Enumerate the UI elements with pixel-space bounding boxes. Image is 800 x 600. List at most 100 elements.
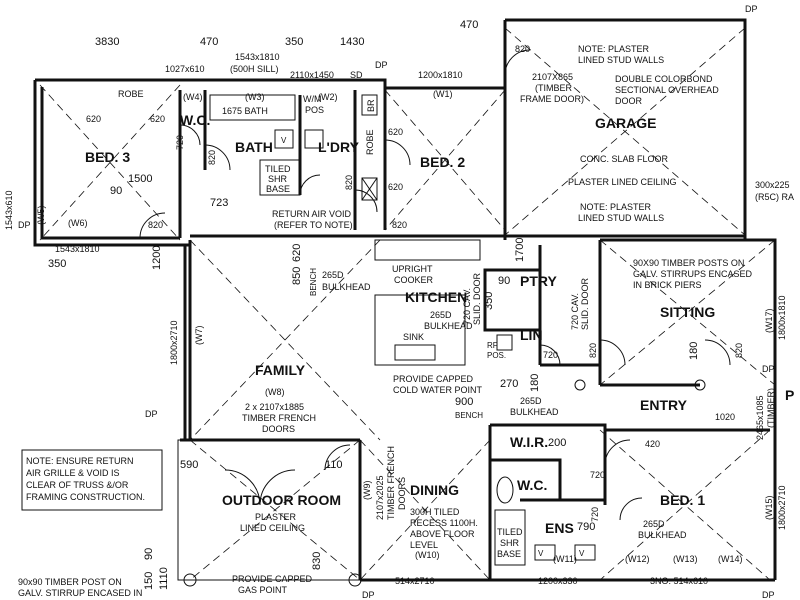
room-kitchen: KITCHEN [405,289,467,305]
label-sitting-note-1: 90X90 TIMBER POSTS ON [633,258,744,268]
label-garage-door-3: FRAME DOOR) [520,94,584,104]
label-timber: (TIMBER) [766,388,776,428]
window-w17: (W17) [764,308,774,333]
room-garage: GARAGE [595,115,656,131]
label-french2-a: 2107x2025 [375,475,385,520]
label-tiled2-a: 300H TILED [410,507,460,517]
window-w4: (W4) [183,92,203,102]
label-cav-2a: 720 CAV. [570,293,580,330]
room-bed2: BED. 2 [420,154,465,170]
label-shr-1: SHR [268,174,288,184]
room-linen: LIN [520,327,543,343]
label-roller-2: SECTIONAL OVERHEAD [615,85,719,95]
dim-900: 900 [455,396,473,408]
label-base-1: BASE [266,184,290,194]
label-roller-1: DOUBLE COLORBOND [615,74,713,84]
label-french-c: DOORS [262,424,295,434]
label-garage-note-2a: NOTE: PLASTER [580,202,652,212]
dim-1500: 1500 [128,173,152,185]
window-w3: (W3) [245,92,265,102]
label-post-1: 90x90 TIMBER POST ON [18,577,122,587]
label-1675-bath: 1675 BATH [222,106,268,116]
room-wc-1: W.C. [180,112,210,128]
label-820-d: 820 [392,220,407,230]
label-820-e: 820 [515,44,530,54]
label-tiled-1: TILED [265,164,291,174]
label-265d-b: 265D [430,310,452,320]
dp-bottom-right: DP [762,590,775,600]
window-w15: (W15) [764,495,774,520]
label-620-b: 620 [86,114,101,124]
window-w9: (W9) [362,481,372,501]
label-820-f: 820 [588,343,598,358]
label-garage-note-1a: NOTE: PLASTER [578,44,650,54]
label-robe-bed2: ROBE [365,129,375,155]
label-sitting-note-3: IN BRICK PIERS [633,280,702,290]
label-bulkhead-a: BULKHEAD [322,282,371,292]
dim-1700: 1700 [514,238,526,262]
label-cold-1: PROVIDE CAPPED [393,374,474,384]
window-w7: (W7) [194,326,204,346]
dim-1800x2710: 1800x2710 [169,320,179,365]
label-cav-1a: 720 CAV. [462,288,472,325]
dim-1430: 1430 [340,36,364,48]
room-entry: ENTRY [640,397,688,413]
label-conc: CONC. SLAB FLOOR [580,154,669,164]
room-laundry: L'DRY [318,139,360,155]
ceiling-diagonals [39,27,776,581]
dim-500h-sill: (500H SILL) [230,64,279,74]
label-robe-bed3: ROBE [118,89,144,99]
label-720-d: 720 [590,507,600,522]
label-v-3: V [579,549,585,558]
dim-620-a: 620 [291,244,303,262]
label-garage-note-1b: LINED STUD WALLS [578,55,664,65]
note-box-line-3: CLEAR OF TRUSS &/OR [26,480,129,490]
label-outdoor-ceiling-1: PLASTER [255,512,297,522]
label-garage-door-2: (TIMBER [535,83,572,93]
label-r5c: (R5C) RA [755,192,794,202]
label-return-air-1: RETURN AIR VOID [272,209,352,219]
dim-110: 110 [325,459,343,471]
label-gas-2: GAS POINT [238,585,288,595]
label-rf: RF [487,341,498,350]
label-garage-note-2b: LINED STUD WALLS [578,213,664,223]
dim-350-c: 350 [483,292,495,310]
dim-1800x2710-b: 1800x2710 [777,485,787,530]
window-w1: (W1) [433,89,453,99]
label-tiled2-d: LEVEL [410,540,438,550]
dim-w3-size: 1543x1810 [235,52,280,62]
label-french2-c: DOORS [397,477,407,510]
label-v-1: V [281,136,287,145]
dim-270: 270 [500,378,518,390]
label-720-c: 720 [590,470,605,480]
window-w12: (W12) [625,554,650,564]
dim-1110: 1110 [158,567,170,590]
dim-1200-v: 1200 [151,246,163,270]
dim-90: 90 [143,548,155,560]
label-620-e: 620 [388,182,403,192]
dim-1200x1810: 1200x1810 [418,70,463,80]
dim-1800x1810: 1800x1810 [777,295,787,340]
note-box-line-2: AIR GRILLE & VOID IS [26,468,120,478]
label-bulkhead-b: BULKHEAD [424,321,473,331]
label-265d-d: 265D [643,519,665,529]
dim-90-b: 90 [110,185,122,197]
room-family: FAMILY [255,362,306,378]
dim-723: 723 [210,197,228,209]
room-bath: BATH [235,139,273,155]
label-720-a: 720 [175,135,185,150]
label-tiled3-b: SHR [500,538,520,548]
label-bench-1: BENCH [309,268,318,296]
window-w14: (W14) [718,554,743,564]
window-w13: (W13) [673,554,698,564]
dim-514x2710: 514x2710 [395,576,435,586]
dim-470-a: 470 [200,36,218,48]
room-ensuite: ENS [545,520,574,536]
label-post-2: GALV. STIRRUP ENCASED IN [18,588,142,598]
dim-3no: 3NO. 514x610 [650,576,708,586]
label-cav-1b: SLID. DOOR [472,272,482,325]
label-br: BR [366,99,376,112]
door-swings [139,49,731,521]
dim-200: 200 [548,437,566,449]
